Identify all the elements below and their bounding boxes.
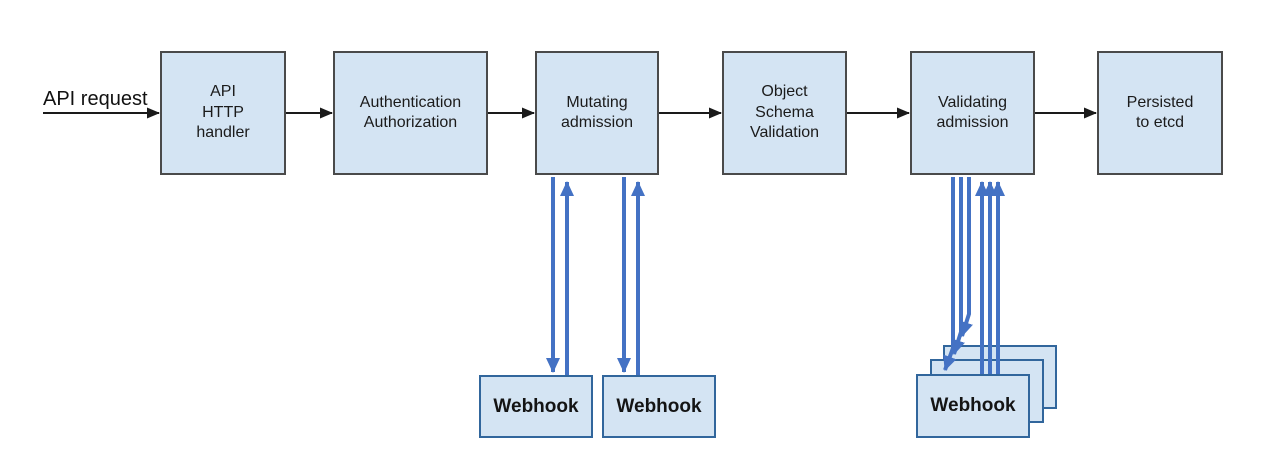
node-label: Authentication Authorization bbox=[359, 93, 462, 131]
node-label: API HTTP handler bbox=[196, 83, 250, 142]
node-api-http-handler: API HTTP handler bbox=[160, 51, 286, 175]
node-label: Object Schema Validation bbox=[749, 83, 820, 142]
mutating-webhook-box-2: Webhook bbox=[602, 375, 716, 438]
arrow-validating-to-webhook-front-down bbox=[943, 177, 957, 371]
webhook-label: Webhook bbox=[616, 395, 702, 417]
node-label: Mutating admission bbox=[560, 93, 634, 131]
node-label: Validating admission bbox=[936, 93, 1009, 131]
node-label: Persisted to etcd bbox=[1126, 93, 1194, 131]
node-persisted-to-etcd: Persisted to etcd bbox=[1097, 51, 1223, 175]
arrow-validating-to-webhook-back-down bbox=[959, 177, 973, 337]
node-authentication-authorization: Authentication Authorization bbox=[333, 51, 488, 175]
webhook-label: Webhook bbox=[493, 395, 579, 417]
mutating-webhook-box-1: Webhook bbox=[479, 375, 593, 438]
node-mutating-admission: Mutating admission bbox=[535, 51, 659, 175]
node-object-schema-validation: Object Schema Validation bbox=[722, 51, 847, 175]
api-request-label: API request bbox=[43, 88, 148, 110]
webhook-label: Webhook bbox=[930, 395, 1016, 416]
validating-webhook-box-front: Webhook bbox=[916, 374, 1030, 438]
node-validating-admission: Validating admission bbox=[910, 51, 1035, 175]
arrow-validating-to-webhook-middle-down bbox=[951, 177, 965, 355]
